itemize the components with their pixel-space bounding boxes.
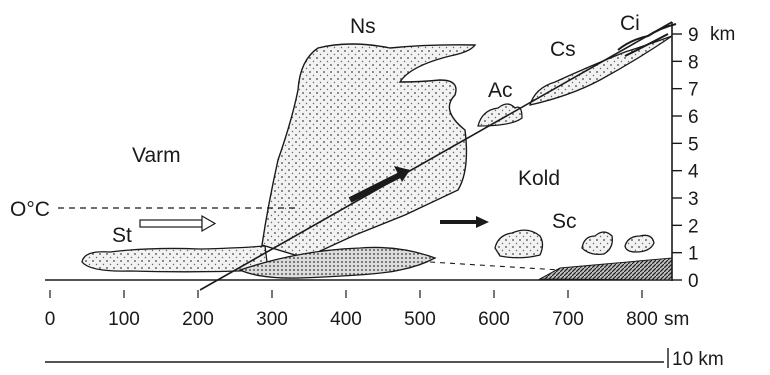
label-cs: Cs xyxy=(550,38,576,61)
label-st: St xyxy=(112,224,132,247)
height-tick-label: 2 xyxy=(688,216,699,237)
distance-tick-label: 300 xyxy=(256,309,288,330)
height-tick-label: 9 xyxy=(688,25,699,46)
height-tick-label: 5 xyxy=(688,134,699,155)
height-tick-label: 6 xyxy=(688,107,699,128)
cold-boundary-dashed xyxy=(430,262,560,270)
distance-tick-label: 700 xyxy=(552,309,584,330)
height-tick-label: 0 xyxy=(688,271,699,292)
distance-tick-label: 400 xyxy=(330,309,362,330)
height-tick-label: 4 xyxy=(688,162,699,183)
frontal-cloud-base xyxy=(240,247,435,278)
height-tick-label: 3 xyxy=(688,189,699,210)
distance-tick-label: 500 xyxy=(404,309,436,330)
warm-air-arrow xyxy=(140,216,215,231)
scale-bar-label: 10 km xyxy=(672,349,724,370)
height-tick-label: 7 xyxy=(688,80,699,101)
label-ns: Ns xyxy=(350,15,376,38)
distance-tick-label: 600 xyxy=(478,309,510,330)
height-unit-label: km xyxy=(710,24,735,45)
stratocumulus-cloud-1 xyxy=(495,230,543,258)
height-tick-label: 1 xyxy=(688,244,699,265)
distance-unit-label: sm xyxy=(664,309,689,330)
height-tick-label: 8 xyxy=(688,52,699,73)
height-axis: 0 1 2 3 4 5 6 7 8 9 xyxy=(672,22,699,292)
distance-tick-label: 0 xyxy=(45,309,56,330)
nimbostratus-cloud xyxy=(262,44,475,258)
distance-tick-label: 200 xyxy=(182,309,214,330)
cold-air-wedge xyxy=(540,258,672,280)
distance-tick-label: 100 xyxy=(108,309,140,330)
stratocumulus-cloud-2 xyxy=(582,232,612,254)
label-zero-c: O°C xyxy=(10,198,50,221)
distance-axis: 0 100 200 300 400 500 600 700 800 xyxy=(45,290,658,330)
altocumulus-cloud xyxy=(478,104,522,126)
stratocumulus-cloud-3 xyxy=(625,235,654,252)
distance-tick-label: 800 xyxy=(626,309,658,330)
label-sc: Sc xyxy=(552,210,577,233)
label-kold: Kold xyxy=(518,167,560,190)
cold-air-arrow xyxy=(440,216,489,228)
label-varm: Varm xyxy=(132,144,181,167)
label-ac: Ac xyxy=(488,79,513,102)
label-ci: Ci xyxy=(620,12,640,35)
